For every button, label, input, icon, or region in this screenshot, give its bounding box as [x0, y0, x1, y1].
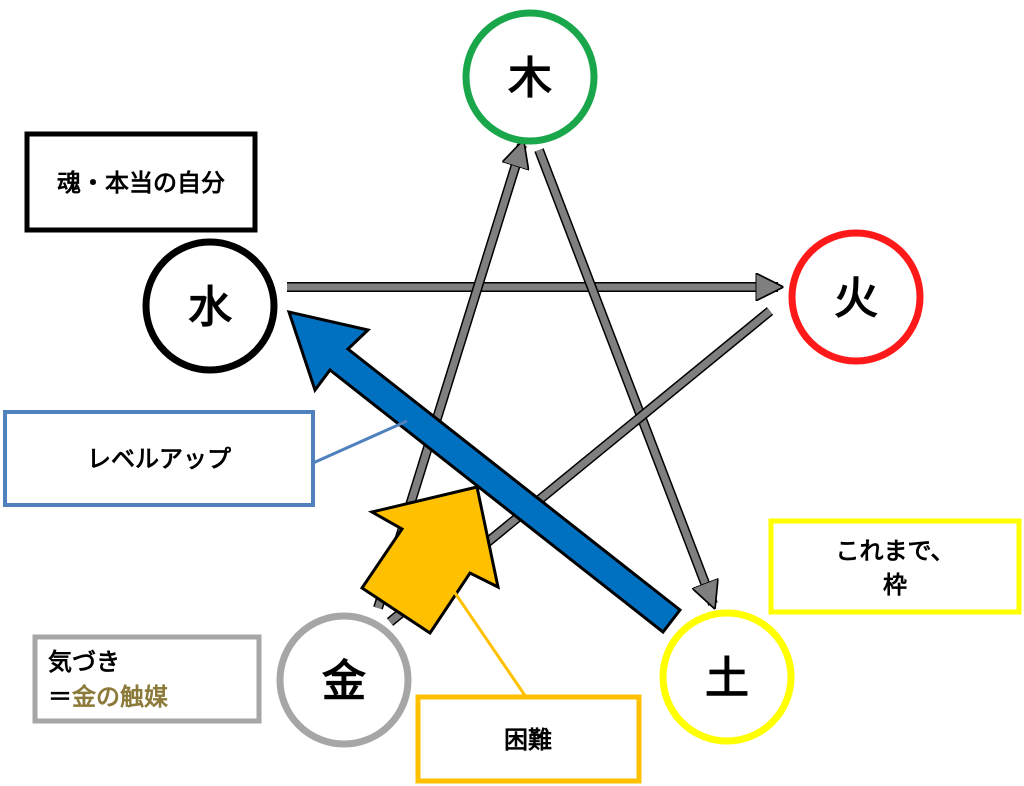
- wood-circle: [462, 9, 598, 145]
- callout-awareness-highlight: 金の触媒: [71, 683, 169, 711]
- callout-frame: これまで、 枠: [768, 518, 1022, 615]
- metal-circle: [276, 612, 412, 748]
- earth-label: 土: [705, 653, 749, 704]
- element-earth: 土: [659, 609, 795, 745]
- svg-text:＝金の触媒: ＝金の触媒: [48, 683, 169, 711]
- water-circle: [142, 238, 278, 374]
- difficulty-arrow: [359, 485, 501, 636]
- callout-levelup-text: レベルアップ: [87, 445, 232, 473]
- difficulty-connector: [451, 589, 528, 698]
- metal-label: 金: [321, 656, 367, 707]
- levelup-connector: [312, 419, 408, 465]
- levelup-arrow: [286, 309, 683, 635]
- callout-frame-line2: 枠: [883, 571, 907, 599]
- wood-label: 木: [508, 53, 552, 104]
- callout-soul: 魂・本当の自分: [24, 131, 258, 233]
- callout-levelup: レベルアップ: [3, 410, 315, 507]
- fire-label: 火: [834, 273, 878, 324]
- callout-awareness-eq: ＝: [48, 683, 72, 711]
- element-wood: 木: [462, 9, 598, 145]
- element-metal: 金: [276, 612, 412, 748]
- callout-difficulty-text: 困難: [504, 726, 552, 754]
- element-water: 水: [142, 238, 278, 374]
- callout-difficulty: 困難: [415, 694, 642, 784]
- callout-soul-text: 魂・本当の自分: [57, 169, 225, 197]
- callout-awareness-line1: 気づき: [48, 648, 120, 676]
- callout-awareness: 気づき ＝金の触媒: [32, 634, 262, 724]
- water-label: 水: [188, 282, 233, 333]
- element-fire: 火: [788, 229, 924, 365]
- fire-circle: [788, 229, 924, 365]
- callout-frame-line1: これまで、: [835, 537, 954, 565]
- earth-circle: [659, 609, 795, 745]
